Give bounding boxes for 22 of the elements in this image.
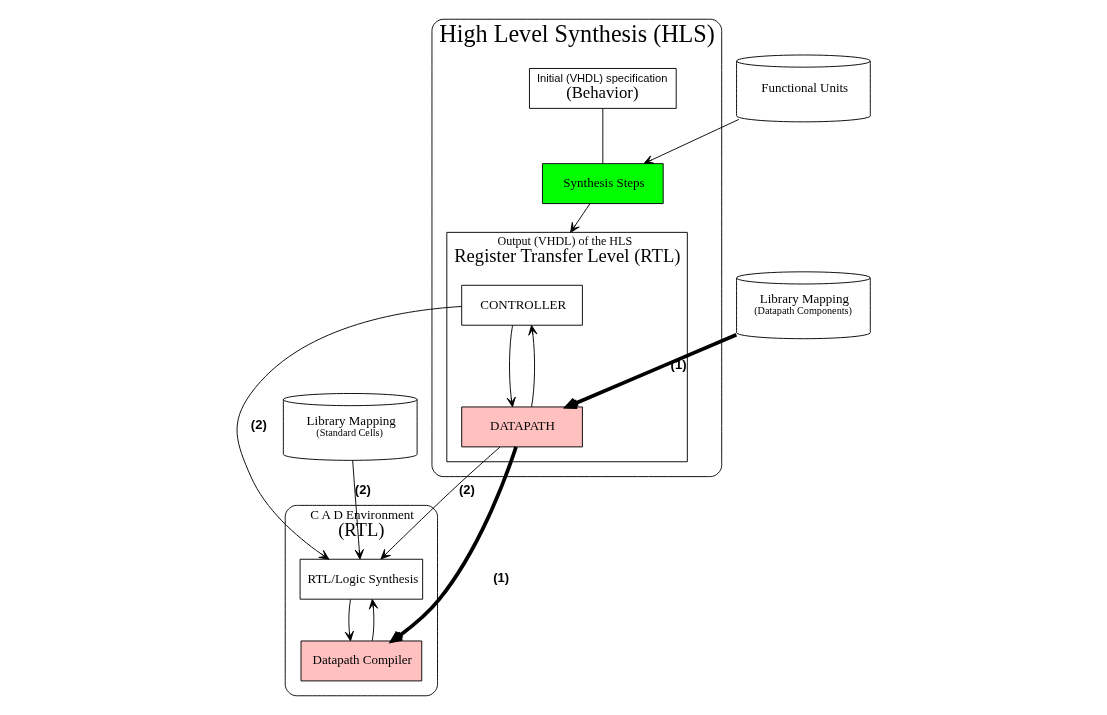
arrow [368, 599, 379, 642]
arrow [380, 446, 501, 560]
arrow [506, 324, 516, 408]
node-box: CONTROLLER [461, 284, 583, 326]
node-box: Datapath Compiler [300, 640, 423, 682]
connector [602, 108, 604, 164]
arrow [570, 203, 591, 233]
arrow [390, 446, 518, 643]
arrow [236, 306, 462, 560]
node-box: RTL/Logic Synthesis [299, 558, 424, 600]
arrow [565, 333, 738, 409]
edge-label: (1) [493, 569, 510, 585]
node-box: Synthesis Steps [542, 163, 664, 205]
edge-label: (2) [458, 481, 475, 497]
arrow [528, 324, 538, 408]
edge-label: (2) [354, 481, 371, 497]
arrow [643, 118, 740, 164]
edge-label: (2) [250, 417, 267, 433]
arrow [344, 599, 354, 642]
arrow [352, 460, 364, 560]
node-box: DATAPATH [461, 406, 583, 448]
node-box: Initial (VHDL) specification (Behavior) [529, 68, 677, 109]
